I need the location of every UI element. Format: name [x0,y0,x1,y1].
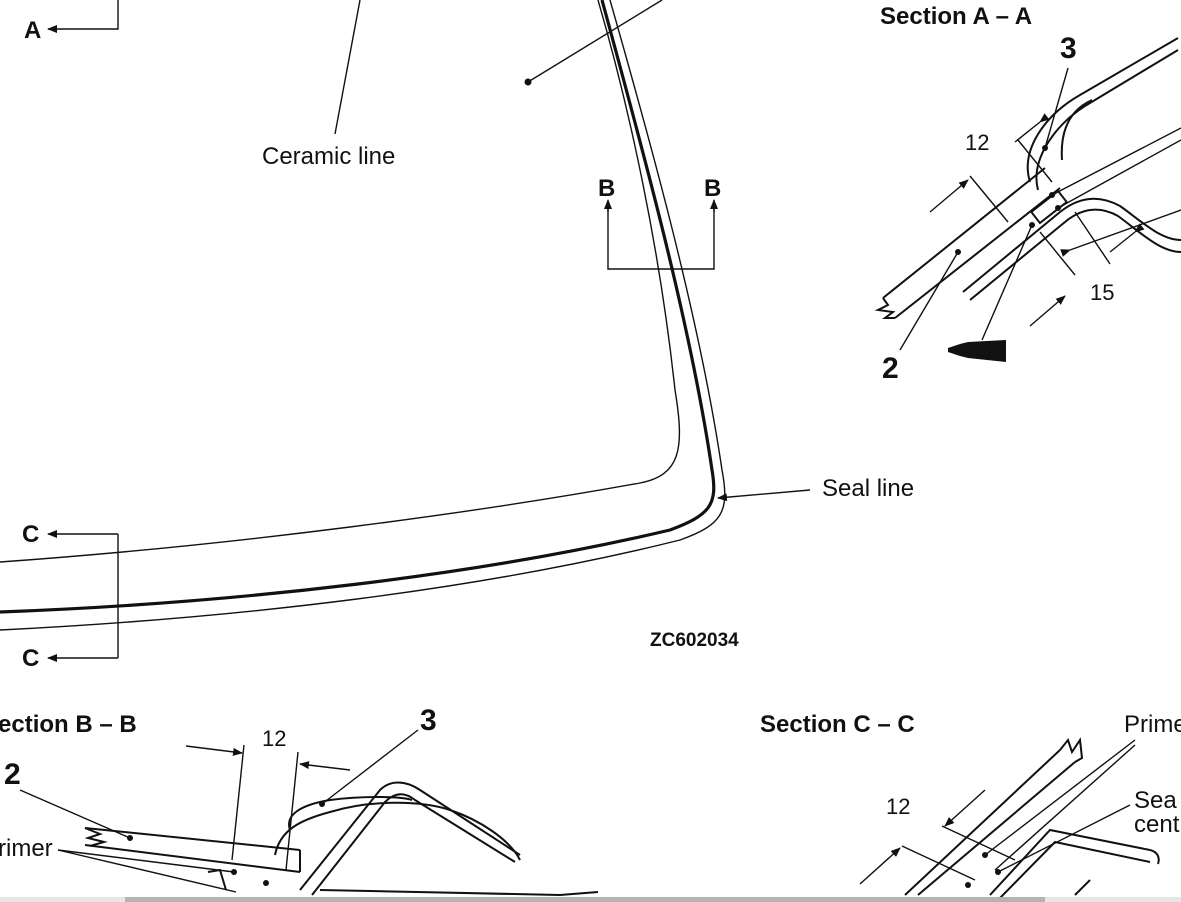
figure-code: ZC602034 [650,630,739,651]
windshield-outline [0,0,726,631]
cut-label-c-top: C [22,521,39,548]
cut-label-a: A [24,17,41,44]
section-aa-detail [874,37,1181,351]
leader-dot [524,78,532,86]
section-cc-detail [859,737,1160,899]
ceramic-line-label: Ceramic line [262,143,395,170]
section-bb-detail [19,729,599,897]
glass-edge [0,0,726,631]
seal-line-label: Seal line [822,475,914,502]
sealant-tube-icon [948,340,1006,362]
dimension-15-aa: 15 [1090,280,1114,305]
part-number-3-aa: 3 [1060,32,1077,65]
section-aa-title: Section A – A [880,3,1032,30]
cut-label-b-left: B [598,175,615,202]
sealant-label-line1: Sea [1134,787,1177,814]
part-number-3-bb: 3 [420,704,437,737]
ceramic-line [0,0,681,563]
section-a-cut-marker [47,0,119,33]
part-number-2-bb: 2 [4,758,21,791]
scrollbar-thumb[interactable] [125,897,1045,902]
ceramic-line-leader [334,0,361,135]
horizontal-scrollbar[interactable] [0,897,1181,902]
cut-label-b-right: B [704,175,721,202]
dimension-12-bb: 12 [262,726,286,751]
section-c-cut-marker [47,530,119,662]
seal-line [0,0,716,614]
part-number-2-aa: 2 [882,352,899,385]
part-leader-top [527,0,663,83]
section-b-cut-marker [604,199,718,270]
section-cc-title: Section C – C [760,711,915,738]
sealant-label-line2: cent [1134,811,1180,838]
dimension-12-cc: 12 [886,794,910,819]
seal-line-arrow [717,489,811,502]
primer-label-cc: Prime [1124,711,1181,738]
primer-label-bb: rimer [0,835,53,862]
dimension-12-aa: 12 [965,130,989,155]
section-bb-title: ection B – B [0,711,137,738]
cut-label-c-bottom: C [22,645,39,672]
